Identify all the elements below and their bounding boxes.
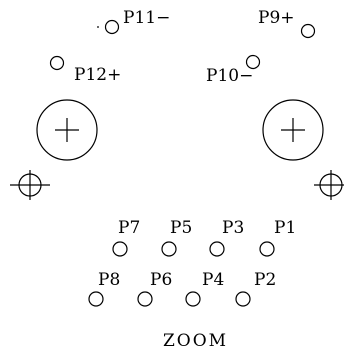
pin-label-p8: P8 xyxy=(98,270,120,290)
pin-p9 xyxy=(300,23,316,39)
pin-label-p7: P7 xyxy=(118,218,140,238)
pin-label-p5: P5 xyxy=(170,218,192,238)
pin-p8 xyxy=(88,291,104,307)
pin-label-p9: P9+ xyxy=(258,8,295,28)
pin-label-p1: P1 xyxy=(274,218,296,238)
pin-p6 xyxy=(137,291,153,307)
pin-label-p6: P6 xyxy=(150,270,172,290)
pin-label-p3: P3 xyxy=(222,218,244,238)
pin-label-p10: P10− xyxy=(206,66,253,86)
pin-p7 xyxy=(112,241,128,257)
locating-mark-left xyxy=(10,170,50,200)
pin-p10 xyxy=(245,54,261,70)
pin-p12 xyxy=(49,55,65,71)
mounting-hole-left xyxy=(36,99,98,161)
pin-p5 xyxy=(161,241,177,257)
pin-p11 xyxy=(104,19,120,35)
pin-label-p11: P11− xyxy=(123,8,170,28)
reference-dot xyxy=(97,26,99,28)
pin-label-p4: P4 xyxy=(202,270,224,290)
pin-p1 xyxy=(259,241,275,257)
pin-label-p12: P12+ xyxy=(74,65,121,85)
pin-p2 xyxy=(235,291,251,307)
connector-title: ZOOM xyxy=(163,331,228,351)
pin-p3 xyxy=(209,241,225,257)
pin-p4 xyxy=(185,291,201,307)
locating-mark-right xyxy=(314,170,344,200)
mounting-hole-right xyxy=(262,99,324,161)
pin-label-p2: P2 xyxy=(254,270,276,290)
